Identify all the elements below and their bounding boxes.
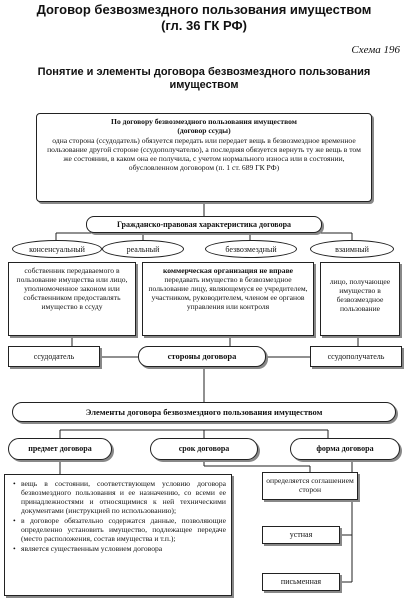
subject-list-box: вещь в состоянии, соответствующем услови… xyxy=(4,474,232,596)
restriction-rest: передавать имущество в безвозмездное пол… xyxy=(148,275,308,311)
subtitle-line-2: имуществом xyxy=(169,79,239,91)
subtitle: Понятие и элементы договора безвозмездно… xyxy=(0,66,408,92)
definition-heading-1: По договору безвозмездного пользования и… xyxy=(111,117,297,126)
borrower-label: ссудополучатель xyxy=(310,346,402,367)
form-value-written: письменная xyxy=(262,573,340,591)
lender-label: ссудодатель xyxy=(8,346,100,367)
lender-description: собственник передаваемого в пользование … xyxy=(8,262,136,336)
page-title: Договор безвозмездного пользования имуще… xyxy=(0,2,408,34)
restriction-bold: коммерческая организация не вправе xyxy=(162,266,294,275)
form-label: форма договора xyxy=(290,438,400,460)
definition-text: одна сторона (ссудодатель) обязуется пер… xyxy=(47,136,361,172)
term-value: определяется соглашением сторон xyxy=(262,472,358,500)
term-label: срок договора xyxy=(150,438,258,460)
subject-label: предмет договора xyxy=(8,438,112,460)
scheme-label: Схема 196 xyxy=(351,44,400,56)
subject-item-2: в договоре обязательно содержатся данные… xyxy=(13,516,226,543)
borrower-description: лицо, получающее имущество в безвозмездн… xyxy=(320,262,400,336)
definition-heading-2: (договор ссуды) xyxy=(177,126,231,135)
oval-consensual: консенсуальный xyxy=(12,240,102,258)
form-value-oral: устная xyxy=(262,526,340,544)
elements-title: Элементы договора безвозмездного пользов… xyxy=(12,402,396,422)
characteristic-title: Гражданско-правовая характеристика догов… xyxy=(86,216,322,233)
subject-list: вещь в состоянии, соответствующем услови… xyxy=(11,479,226,553)
title-line-1: Договор безвозмездного пользования имуще… xyxy=(36,2,372,17)
restriction-description: коммерческая организация не вправе перед… xyxy=(142,262,314,336)
oval-real: реальный xyxy=(102,240,184,258)
subject-item-1: вещь в состоянии, соответствующем услови… xyxy=(13,479,226,515)
subject-item-3: является существенным условием договора xyxy=(13,544,226,553)
oval-gratuitous: безвозмездный xyxy=(205,240,297,258)
title-line-2: (гл. 36 ГК РФ) xyxy=(161,18,247,33)
oval-mutual: взаимный xyxy=(310,240,394,258)
parties-label: стороны договора xyxy=(138,346,266,367)
subtitle-line-1: Понятие и элементы договора безвозмездно… xyxy=(37,66,371,78)
definition-box: По договору безвозмездного пользования и… xyxy=(36,113,372,202)
